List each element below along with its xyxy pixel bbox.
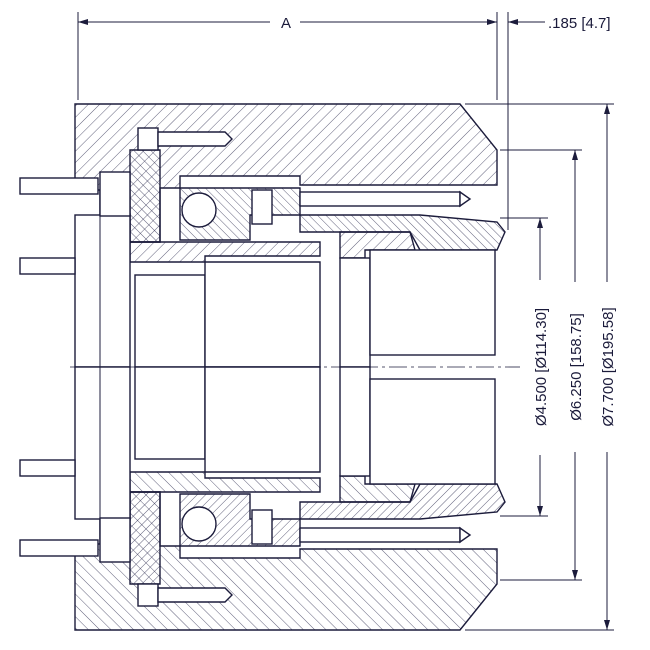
svg-text:.185 [4.7]: .185 [4.7] [548, 15, 611, 32]
svg-text:Ø4.500 [Ø114.30]: Ø4.500 [Ø114.30] [533, 308, 550, 426]
dimension-dia-inner: Ø4.500 [Ø114.30] [500, 217, 550, 517]
svg-text:A: A [281, 15, 291, 32]
section-top-half [19, 103, 506, 368]
dimension-offset: .185 [4.7] [507, 12, 611, 230]
dimension-dia-mid: Ø6.250 [158.75] [500, 149, 585, 581]
dimension-a: A [77, 12, 498, 100]
svg-text:Ø7.700 [Ø195.58]: Ø7.700 [Ø195.58] [600, 307, 617, 426]
svg-text:Ø6.250 [158.75]: Ø6.250 [158.75] [568, 313, 585, 421]
dimension-dia-outer: Ø7.700 [Ø195.58] [465, 103, 617, 631]
section-bottom-half [19, 366, 506, 631]
